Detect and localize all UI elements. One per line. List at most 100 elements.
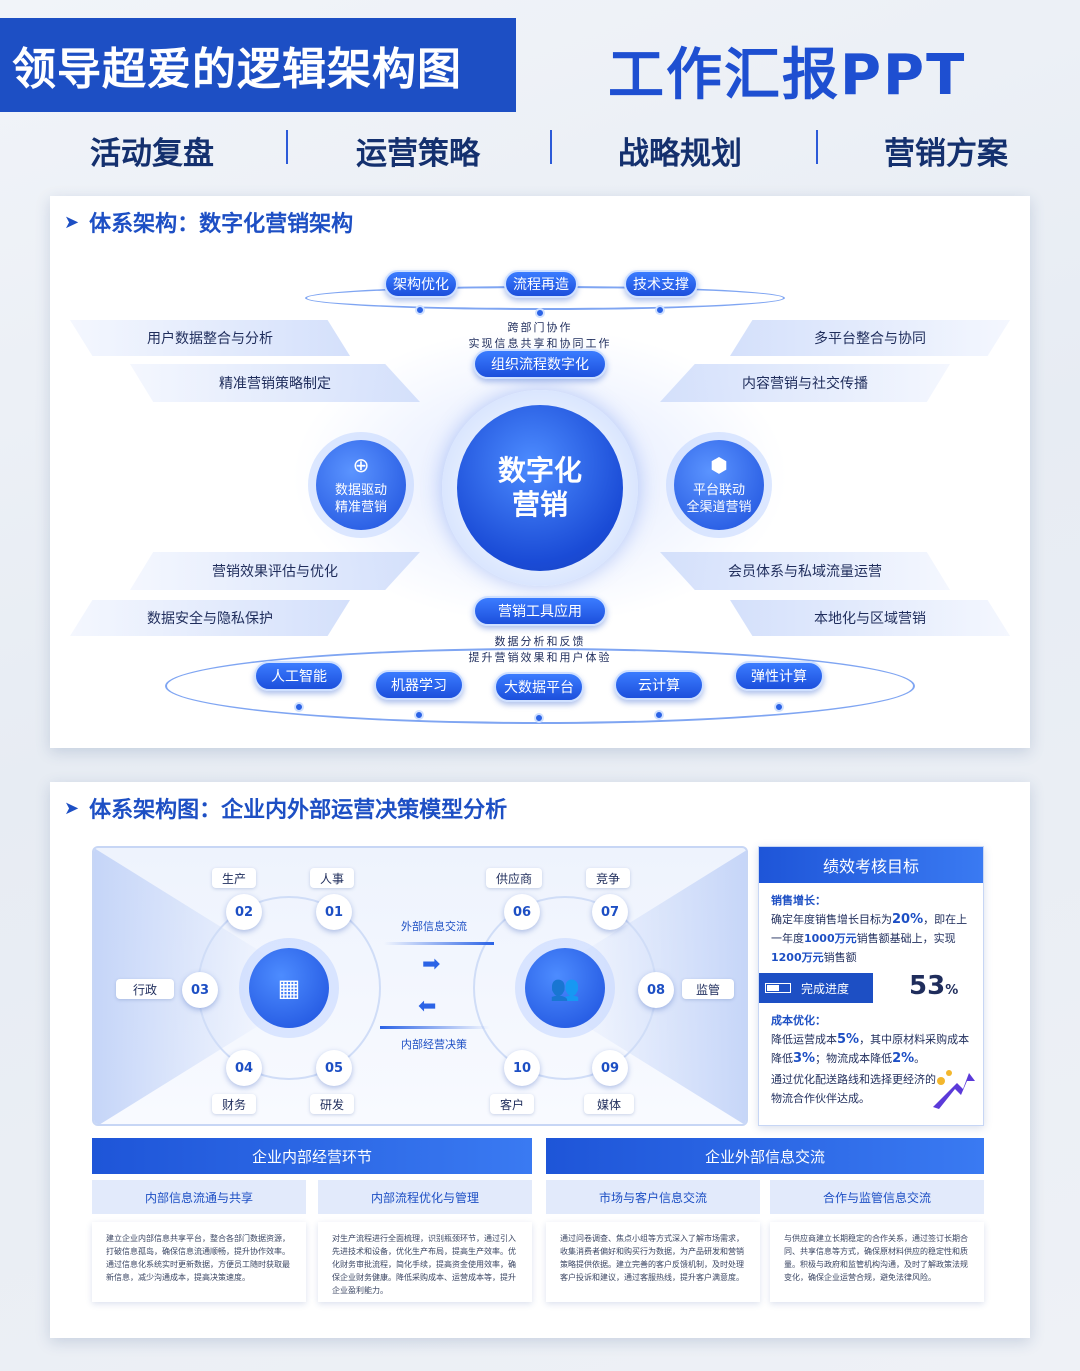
node-06: 06 — [504, 894, 540, 930]
internal-head: 企业内部经营环节 — [92, 1138, 532, 1174]
circle-platform: ⬢ 平台联动 全渠道营销 — [674, 440, 764, 530]
ribbon-left-2: 精准营销策略制定 — [130, 364, 420, 402]
sales-block: 销售增长： 确定年度销售增长目标为20%，即在上一年度1000万元销售额基础上，… — [771, 891, 975, 967]
sales-text: 确定年度销售增长目标为20%，即在上一年度1000万元销售额基础上，实现1200… — [771, 912, 968, 964]
ribbon-right-1: 多平台整合与协同 — [730, 320, 1010, 356]
tag-review: 活动复盘 — [90, 136, 214, 172]
tag-operation: 运营策略 — [356, 136, 480, 172]
page-subtitle: 工作汇报PPT — [608, 43, 967, 108]
sales-title: 销售增长： — [771, 894, 826, 907]
pill-tech: 技术支撑 — [624, 270, 698, 298]
arrow-right-icon: ➡ — [422, 952, 441, 977]
circle-data-driven: ⊕ 数据驱动 精准营销 — [316, 440, 406, 530]
node-05: 05 — [316, 1050, 352, 1086]
ribbon-right-2: 内容营销与社交传播 — [660, 364, 950, 402]
orbit-dot — [414, 710, 424, 720]
cubes-icon: ⬢ — [710, 453, 728, 477]
label-competition: 竞争 — [586, 868, 630, 888]
cost-title: 成本优化： — [771, 1014, 826, 1027]
label-supplier: 供应商 — [486, 868, 542, 888]
pill-ml: 机器学习 — [374, 670, 464, 700]
node-08: 08 — [638, 972, 674, 1008]
people-icon: 👥 — [525, 948, 605, 1028]
perf-panel: 绩效考核目标 销售增长： 确定年度销售增长目标为20%，即在上一年度1000万元… — [758, 846, 984, 1126]
divider — [286, 130, 288, 164]
pill-cloud: 云计算 — [614, 670, 704, 700]
pill-bigdata: 大数据平台 — [494, 672, 584, 702]
chevron-right-icon: ➤ — [64, 211, 80, 233]
node-07: 07 — [592, 894, 628, 930]
perf-title: 绩效考核目标 — [759, 847, 983, 883]
arrow-bottom-label: 内部经营决策 — [401, 1038, 467, 1051]
progress-label-box: 完成进度 — [759, 973, 873, 1003]
ribbon-left-1: 用户数据整合与分析 — [70, 320, 350, 356]
pill-process: 流程再造 — [504, 270, 578, 298]
internal-col1-head: 内部信息流通与共享 — [92, 1180, 306, 1214]
label-regulation: 监管 — [682, 979, 734, 999]
external-head: 企业外部信息交流 — [546, 1138, 984, 1174]
label-hr: 人事 — [310, 868, 354, 888]
node-04: 04 — [226, 1050, 262, 1086]
cost-text: 降低运营成本5%，其中原材料采购成本降低3%；物流成本降低2%。 — [771, 1032, 970, 1066]
orbit-dot — [774, 702, 784, 712]
label-customer: 客户 — [490, 1094, 534, 1114]
internal-col2-head: 内部流程优化与管理 — [318, 1180, 532, 1214]
node-10: 10 — [504, 1050, 540, 1086]
arrow-line-bottom — [380, 1026, 490, 1029]
cost-note: 通过优化配送路线和选择更经济的物流合作伙伴达成。 — [771, 1073, 936, 1105]
arrow-line-top — [384, 942, 494, 945]
divider — [550, 130, 552, 164]
orbit-dot — [535, 308, 545, 318]
external-col2-text: 与供应商建立长期稳定的合作关系，通过签订长期合同、共享信息等方式，确保原材料供应… — [770, 1222, 984, 1302]
pill-elastic: 弹性计算 — [734, 661, 824, 691]
orbit-dot — [415, 305, 425, 315]
chevron-right-icon: ➤ — [64, 797, 80, 819]
node-02: 02 — [226, 894, 262, 930]
external-col1-text: 通过问卷调查、焦点小组等方式深入了解市场需求，收集消费者偏好和购买行为数据，为产… — [546, 1222, 760, 1302]
internal-col2-text: 对生产流程进行全面梳理，识别瓶颈环节，通过引入先进技术和设备，优化生产布局，提高… — [318, 1222, 532, 1302]
orbit-dot — [294, 702, 304, 712]
model-panel: ▦ 👥 02 生产 01 人事 03 行政 04 财务 05 研发 06 供应商… — [92, 846, 748, 1126]
external-col1-head: 市场与客户信息交流 — [546, 1180, 760, 1214]
tag-strategy: 战略规划 — [618, 136, 742, 172]
section1-title: 体系架构：数字化营销架构 — [89, 212, 354, 237]
label-media: 媒体 — [584, 1094, 634, 1114]
progress-value: 53% — [909, 971, 959, 1001]
orbit-dot — [654, 710, 664, 720]
section1-card: ➤ 体系架构：数字化营销架构 架构优化 流程再造 技术支撑 跨部门协作 实现信息… — [50, 196, 1030, 748]
ribbon-right-4: 本地化与区域营销 — [730, 600, 1010, 636]
label-admin: 行政 — [116, 979, 174, 999]
pill-org-digital: 组织流程数字化 — [473, 349, 607, 379]
battery-icon — [765, 983, 791, 993]
external-col2-head: 合作与监管信息交流 — [770, 1180, 984, 1214]
building-icon: ▦ — [249, 948, 329, 1028]
center-digital-marketing: 数字化 营销 — [457, 405, 623, 571]
pill-architecture: 架构优化 — [384, 270, 458, 298]
section2-title: 体系架构图：企业内外部运营决策模型分析 — [89, 798, 508, 823]
tag-marketing: 营销方案 — [884, 136, 1008, 172]
node-03: 03 — [182, 972, 218, 1008]
ribbon-right-3: 会员体系与私域流量运营 — [660, 552, 950, 590]
bottom-orbit — [165, 648, 915, 724]
page-title: 领导超爱的逻辑架构图 — [0, 18, 516, 112]
node-09: 09 — [592, 1050, 628, 1086]
label-rnd: 研发 — [310, 1094, 354, 1114]
arrow-top-label: 外部信息交流 — [401, 920, 467, 933]
divider — [816, 130, 818, 164]
pill-marketing-tools: 营销工具应用 — [473, 596, 607, 626]
orbit-dot — [655, 305, 665, 315]
target-icon: ⊕ — [352, 453, 370, 477]
label-finance: 财务 — [212, 1094, 256, 1114]
cost-block: 成本优化： 降低运营成本5%，其中原材料采购成本降低3%；物流成本降低2%。 通… — [771, 1011, 975, 1108]
pill-ai: 人工智能 — [254, 661, 344, 691]
ribbon-left-3: 营销效果评估与优化 — [130, 552, 420, 590]
node-01: 01 — [316, 894, 352, 930]
internal-col1-text: 建立企业内部信息共享平台，整合各部门数据资源，打破信息孤岛，确保信息流通顺畅，提… — [92, 1222, 306, 1302]
section2-card: ➤ 体系架构图：企业内外部运营决策模型分析 ▦ 👥 02 生产 01 人事 03… — [50, 782, 1030, 1338]
top-caption: 跨部门协作 实现信息共享和协同工作 — [468, 321, 612, 350]
arrow-left-icon: ⬅ — [418, 994, 437, 1019]
growth-arrow-icon — [931, 1061, 977, 1111]
section1-heading: ➤ 体系架构：数字化营销架构 — [64, 206, 353, 238]
section2-heading: ➤ 体系架构图：企业内外部运营决策模型分析 — [64, 792, 507, 824]
ribbon-left-4: 数据安全与隐私保护 — [70, 600, 350, 636]
